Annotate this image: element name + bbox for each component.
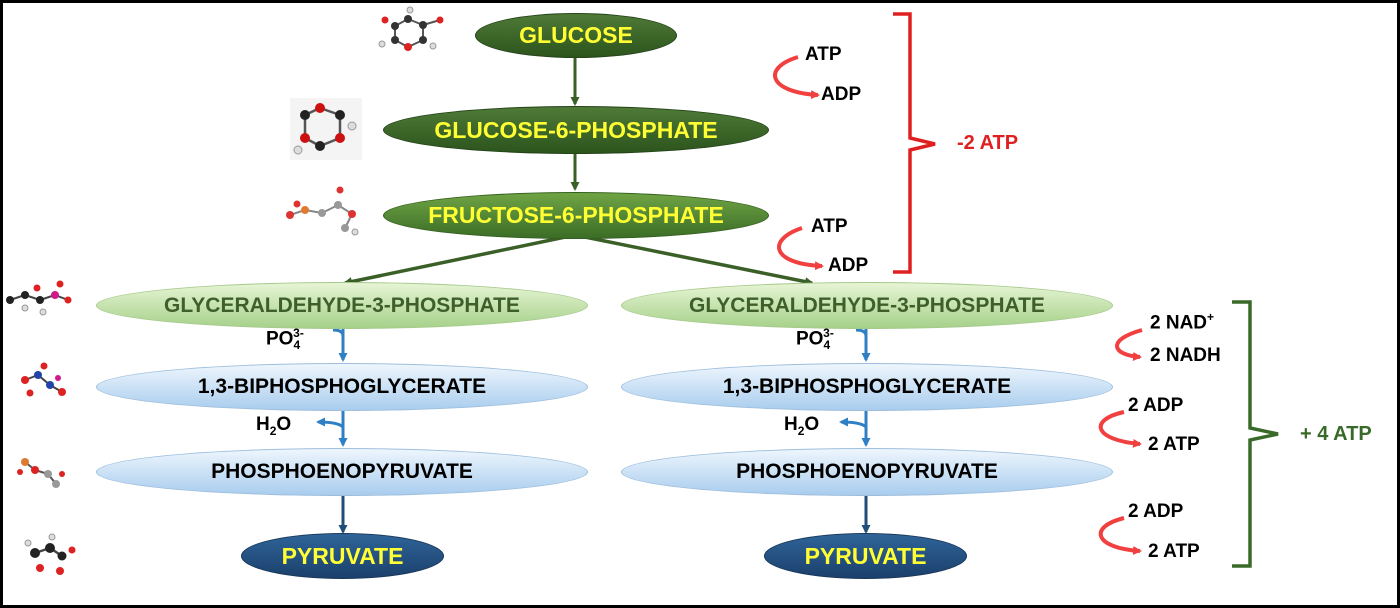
label-phosphate-right: PO43- [796,326,834,353]
node-glucose: GLUCOSE [475,13,677,58]
node-g3p-right: GLYCERALDEHYDE-3-PHOSPHATE [621,282,1113,329]
node-glucose-6-phosphate: GLUCOSE-6-PHOSPHATE [383,106,769,154]
label-water-left: H2O [256,414,292,438]
arrow-po4-hook-left [332,328,345,337]
node-pep-right: PHOSPHOENOPYRUVATE [621,448,1113,496]
cofactor-atp2-input: ATP [811,216,848,237]
arrow-h2o-hook-right [839,417,868,429]
phosphoenolpyruvate-molecule-icon [17,458,65,488]
payoff-phase-brace [1232,300,1279,568]
cofactor-arrow-nad [1115,328,1143,361]
cofactor-atp2-output: ADP [828,255,869,276]
cofactor-arrow-atp1 [773,55,820,100]
node-fructose-6-phosphate: FRUCTOSE-6-PHOSPHATE [383,192,769,239]
arrow-f6p-to-g3p-right [574,233,814,287]
payoff-phase-total: + 4 ATP [1300,423,1372,445]
glyceraldehyde-3-phosphate-molecule-icon [6,280,72,316]
label-water-right: H2O [784,414,820,438]
node-bpg-left: 1,3-BIPHOSPHOGLYCERATE [96,363,588,411]
cofactor-adp2-input: 2 ADP [1128,501,1184,522]
arrow-f6p-to-g3p-left [343,233,576,286]
node-pyruvate-right: PYRUVATE [764,533,967,579]
label-phosphate-left: PO43- [266,326,304,353]
node-pep-left: PHOSPHOENOPYRUVATE [96,448,588,496]
fructose-6-phosphate-molecule-icon [286,186,359,236]
cofactor-atp1-output: ADP [821,84,862,105]
cofactor-arrow-adp1 [1098,410,1142,448]
investment-phase-total: -2 ATP [957,132,1019,154]
cofactor-arrow-adp2 [1098,516,1142,556]
arrow-h2o-hook-left [316,417,345,429]
node-pyruvate-left: PYRUVATE [241,533,444,579]
cofactor-adp1-input: 2 ADP [1128,395,1184,416]
cofactor-atp1-input: ATP [805,44,842,65]
pyruvate-molecule-icon [24,533,76,575]
glucose-6-phosphate-molecule-icon [290,98,362,160]
cofactor-atp4-output: 2 ATP [1148,541,1200,562]
glucose-molecule-icon [378,6,444,51]
arrow-po4-hook-right [855,328,868,337]
investment-phase-brace [893,12,936,274]
node-g3p-left: GLYCERALDEHYDE-3-PHOSPHATE [96,282,588,329]
node-bpg-right: 1,3-BIPHOSPHOGLYCERATE [621,363,1113,411]
biphosphoglycerate-molecule-icon [21,362,66,397]
cofactor-arrow-atp2 [777,226,824,271]
cofactor-nad-input: 2 NAD+ [1150,310,1215,334]
cofactor-nadh-output: 2 NADH [1150,345,1221,366]
cofactor-atp3-output: 2 ATP [1148,434,1200,455]
